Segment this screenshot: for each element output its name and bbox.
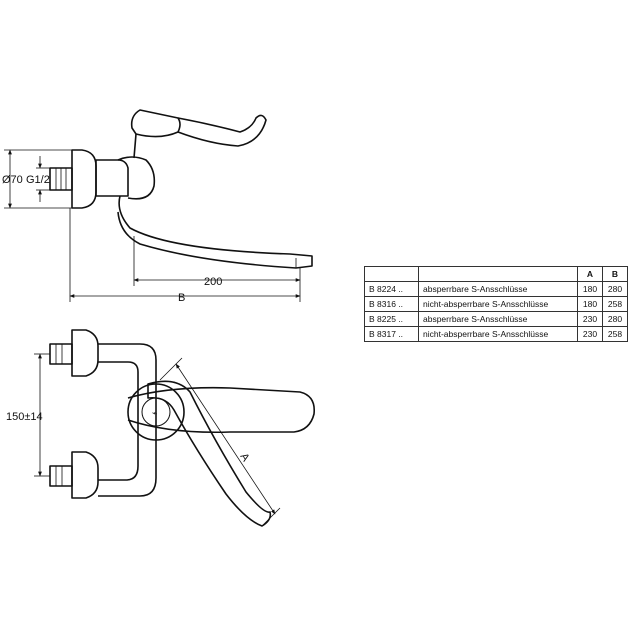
row-a: 180 xyxy=(577,281,603,297)
header-a: A xyxy=(577,266,603,282)
row-description: absperrbare S-Ansschlüsse xyxy=(418,311,578,327)
row-b: 280 xyxy=(602,281,628,297)
row-code: B 8225 .. xyxy=(364,311,419,327)
row-a: 230 xyxy=(577,311,603,327)
side-view-dimensions xyxy=(4,149,301,302)
row-b: 280 xyxy=(602,311,628,327)
row-code: B 8317 .. xyxy=(364,326,419,342)
header-description xyxy=(418,266,578,282)
logo-mark: ⌁ xyxy=(152,408,157,418)
row-a: 180 xyxy=(577,296,603,312)
header-code xyxy=(364,266,419,282)
row-b: 258 xyxy=(602,326,628,342)
table-row: B 8225 .. absperrbare S-Ansschlüsse 230 … xyxy=(364,311,628,327)
dimension-b-label: B xyxy=(178,292,185,304)
row-description: absperrbare S-Ansschlüsse xyxy=(418,281,578,297)
side-view-faucet xyxy=(49,109,313,269)
row-b: 258 xyxy=(602,296,628,312)
front-view-dimensions xyxy=(34,353,281,527)
row-description: nicht-absperrbare S-Ansschlüsse xyxy=(418,296,578,312)
dimension-diameter-label: Ø70 xyxy=(2,174,23,186)
dimension-a-label: A xyxy=(237,451,251,464)
table-header-row: A B xyxy=(364,266,628,282)
table-row: B 8316 .. nicht-absperrbare S-Ansschlüss… xyxy=(364,296,628,312)
dimension-200-label: 200 xyxy=(204,276,222,288)
header-b: B xyxy=(602,266,628,282)
table-row: B 8224 .. absperrbare S-Ansschlüsse 180 … xyxy=(364,281,628,297)
variant-table: A B B 8224 .. absperrbare S-Ansschlüsse … xyxy=(364,266,628,342)
row-a: 230 xyxy=(577,326,603,342)
dimension-spacing-label: 150±14 xyxy=(6,411,43,423)
table-row: B 8317 .. nicht-absperrbare S-Ansschlüss… xyxy=(364,326,628,342)
row-code: B 8316 .. xyxy=(364,296,419,312)
row-description: nicht-absperrbare S-Ansschlüsse xyxy=(418,326,578,342)
row-code: B 8224 .. xyxy=(364,281,419,297)
front-view-faucet xyxy=(49,329,316,527)
dimension-thread-label: G1/2 xyxy=(26,174,50,186)
